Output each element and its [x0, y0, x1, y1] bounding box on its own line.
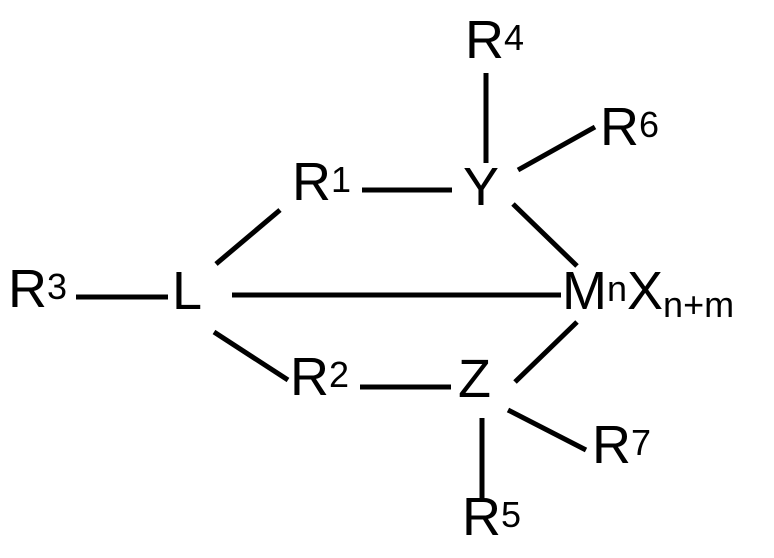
atom-label-r1-base: R [292, 152, 331, 212]
atom-label-metal-subscript2: n+m [663, 284, 735, 326]
atom-label-r4: R4 [465, 13, 524, 67]
bond-z-r7 [506, 407, 588, 453]
atom-label-r7: R7 [592, 418, 651, 472]
atom-label-l: L [172, 264, 202, 318]
atom-label-metal: MnXn+m [562, 261, 734, 323]
atom-label-r1: R1 [292, 155, 351, 209]
atom-label-z-base: Z [458, 349, 491, 409]
atom-label-r6-base: R [600, 97, 639, 157]
atom-label-r3: R3 [8, 262, 67, 316]
atom-label-r5-base: R [462, 487, 501, 547]
atom-label-r3-base: R [8, 259, 47, 319]
atom-label-r5-superscript: 5 [501, 493, 522, 535]
atom-label-l-base: L [172, 261, 203, 321]
atom-label-metal-base: M [562, 261, 607, 321]
atom-label-y-base: Y [463, 157, 500, 217]
bond-y-m [511, 202, 579, 268]
atom-label-r7-base: R [592, 415, 631, 475]
atom-label-r3-superscript: 3 [47, 265, 68, 307]
atom-label-metal-base2: X [627, 261, 664, 321]
bond-z-m [513, 320, 579, 384]
atom-label-r6-superscript: 6 [639, 103, 660, 145]
atom-label-r5: R5 [462, 490, 521, 544]
atom-label-r2: R2 [290, 350, 349, 404]
atom-label-y: Y [463, 160, 499, 214]
atom-label-r4-base: R [465, 10, 504, 70]
atom-label-r2-base: R [290, 347, 329, 407]
atom-label-z: Z [458, 352, 491, 406]
bond-l-r2 [212, 329, 290, 383]
atom-label-r7-superscript: 7 [631, 421, 652, 463]
atom-label-r4-superscript: 4 [504, 16, 525, 58]
atom-label-r1-superscript: 1 [331, 158, 352, 200]
atom-label-metal-superscript: n [606, 267, 628, 309]
atom-label-r2-superscript: 2 [329, 353, 350, 395]
bond-r6-y [516, 124, 597, 173]
bond-l-r1 [214, 208, 282, 266]
atom-label-r6: R6 [600, 100, 659, 154]
